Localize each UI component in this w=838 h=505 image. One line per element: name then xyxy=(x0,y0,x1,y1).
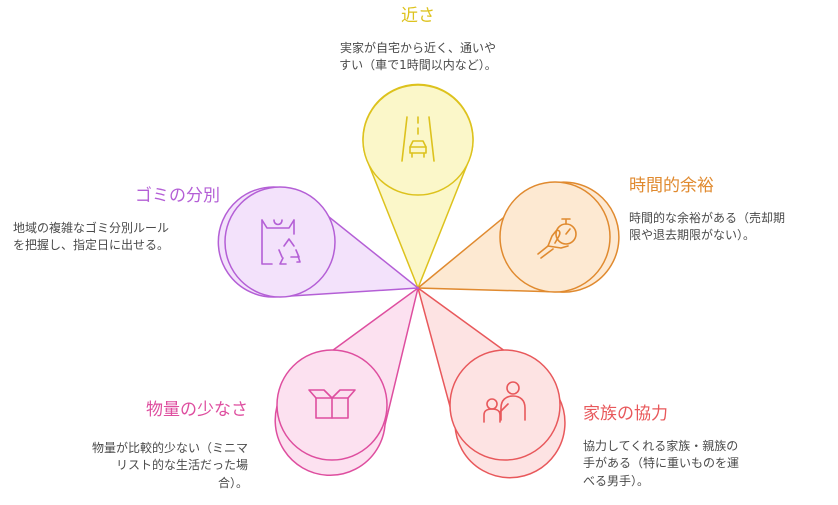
title-garbage: ゴミの分別 xyxy=(135,186,220,206)
open-box-icon xyxy=(308,389,356,419)
car-road-icon xyxy=(401,116,435,162)
title-proximity: 近さ xyxy=(401,6,435,26)
desc-garbage: 地域の複雑なゴミ分別ルール を把握し、指定日に出せる。 xyxy=(13,221,170,253)
recycle-bag-icon xyxy=(261,219,301,265)
circle-family xyxy=(449,349,561,461)
circle-proximity xyxy=(362,84,474,196)
title-belongings: 物量の少なさ xyxy=(146,400,248,420)
desc-family: 協力してくれる家族・親族の 手がある（特に重いものを運 べる男手）。 xyxy=(583,439,740,488)
title-time: 時間的余裕 xyxy=(629,176,714,196)
desc-proximity: 実家が自宅から近く、通いや すい（車で1時間以内など）。 xyxy=(339,41,497,73)
circle-garbage xyxy=(224,186,336,298)
desc-belongings: 物量が比較的少ない（ミニマ リスト的な生活だった場 合）。 xyxy=(91,441,248,490)
hand-stopwatch-icon xyxy=(537,218,577,259)
people-icon xyxy=(483,381,526,423)
title-family: 家族の協力 xyxy=(583,404,668,424)
desc-time: 時間的な余裕がある（売却期 限や退去期限がない）。 xyxy=(629,211,786,243)
circle-time xyxy=(499,181,611,293)
